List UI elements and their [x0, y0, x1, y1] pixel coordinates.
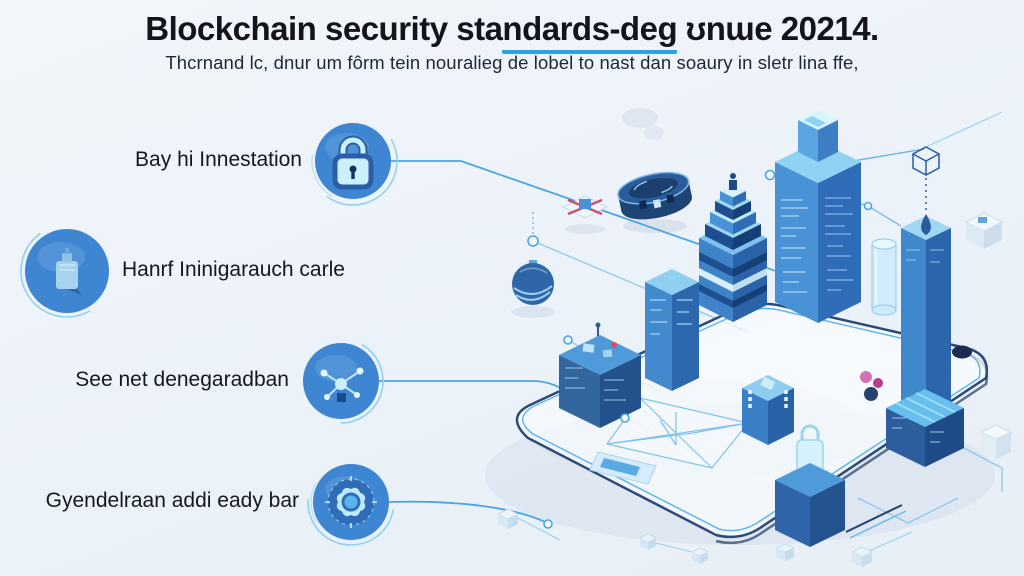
- ring-nodes: [527, 169, 873, 529]
- vault-lock-icon: [20, 224, 114, 318]
- progress-chip: [589, 451, 657, 485]
- scatter-cubes: [497, 508, 873, 567]
- connector-line: [391, 160, 837, 293]
- feature-label-1: Bay hi Innestation: [135, 148, 302, 171]
- drone-node: [561, 195, 609, 219]
- tablet-camera-dot: [952, 345, 972, 359]
- feature-label-4: Gyendelraan addi eady bar: [45, 489, 299, 512]
- feature-label-2: Hanrf Ininigarauch carle: [122, 258, 345, 281]
- header: Blockchain security standards-deg ʊnɯe 2…: [0, 0, 1024, 74]
- page-title: Blockchain security standards-deg ʊnɯe 2…: [0, 0, 1024, 54]
- title-underlined-part: ndards-deg: [502, 10, 678, 54]
- server-container: [886, 389, 964, 467]
- gear-icon: [307, 458, 395, 546]
- white-cube: [980, 424, 1012, 459]
- lock-pedestal: [775, 424, 845, 547]
- feature-label-3: See net denegaradban: [75, 368, 289, 391]
- server-cube: [559, 322, 641, 428]
- page-subtitle: Thcrnand lc, dnur um fôrm tein nouralieg…: [165, 52, 859, 73]
- white-box: [965, 212, 1003, 249]
- feature-icon-3: [297, 337, 385, 425]
- ziggurat-tower: [699, 173, 767, 322]
- network-nodes-icon: [298, 338, 384, 424]
- title-part1: Blockchain security sta: [145, 10, 503, 47]
- blockchain-tower: [775, 110, 861, 323]
- mesh-panel: [605, 397, 750, 469]
- chain-block: [742, 375, 794, 445]
- connector-line: [379, 380, 567, 393]
- globe-sphere: [512, 260, 554, 305]
- feature-icon-4: [305, 456, 397, 548]
- glass-cylinder: [871, 238, 897, 316]
- lock-icon: [308, 116, 398, 206]
- node-dots: [860, 371, 883, 401]
- connector-line: [388, 500, 546, 523]
- droplet-tower: [901, 214, 951, 417]
- title-part3: ʊnɯe 20214.: [677, 10, 879, 47]
- data-tower: [645, 269, 699, 391]
- wireframe-cube: [912, 146, 940, 176]
- feature-icon-1: [307, 115, 399, 207]
- coin-disc: [617, 171, 692, 220]
- feature-icon-2: [19, 223, 115, 319]
